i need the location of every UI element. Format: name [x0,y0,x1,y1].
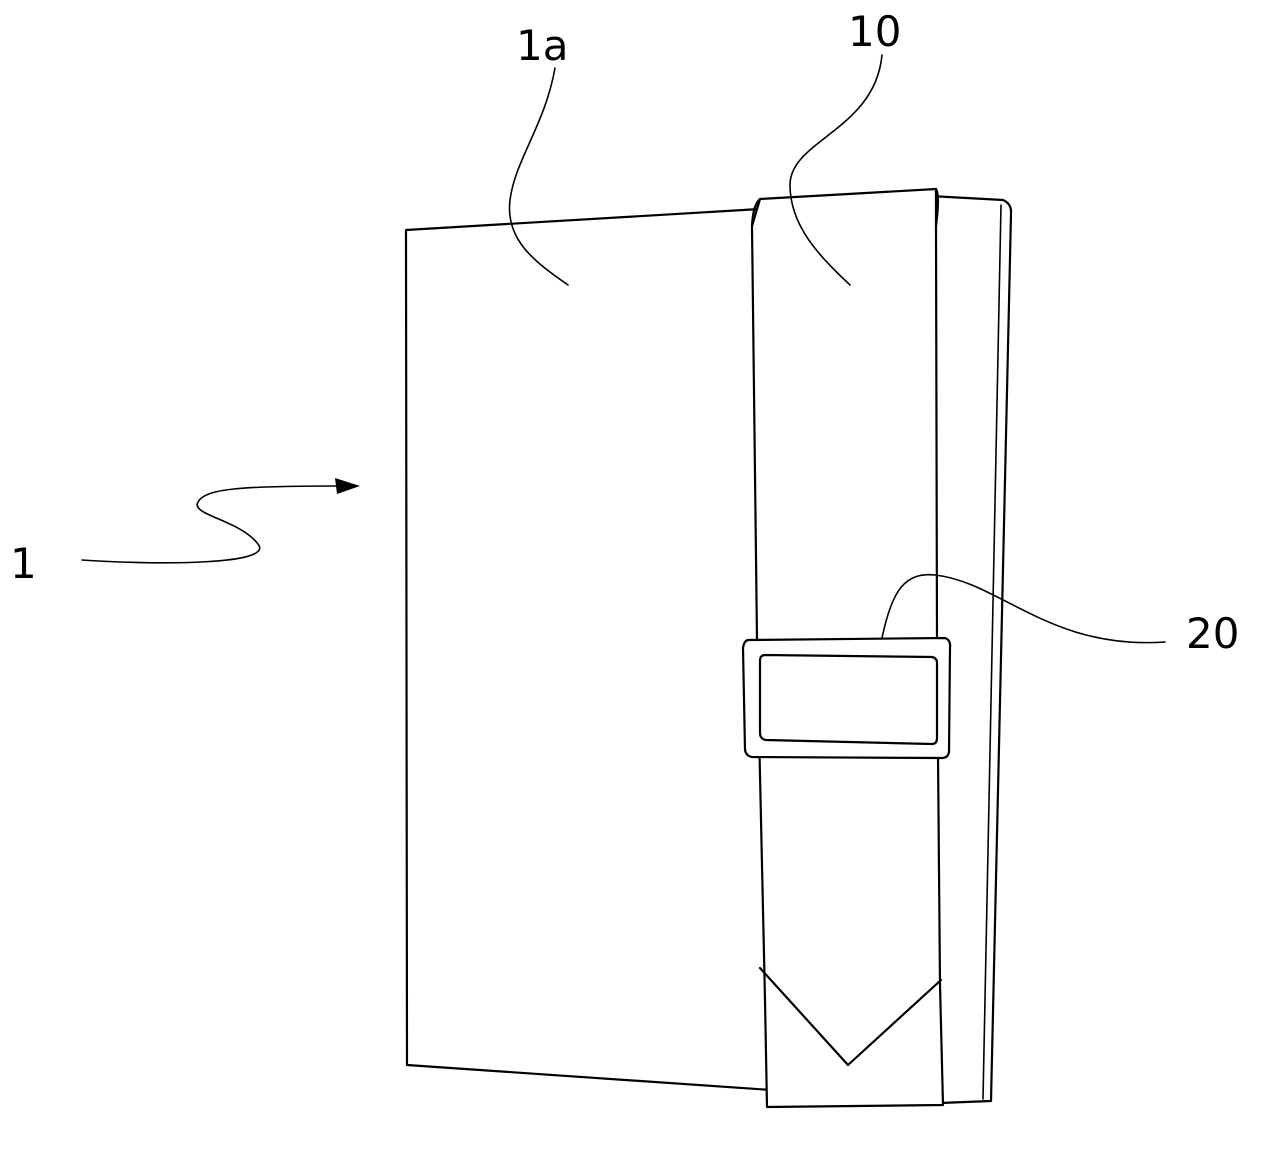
leader-line-20 [881,573,1166,644]
label-strap: 10 [848,7,901,56]
strap-right-fold [934,187,940,228]
strap-top-fold [750,197,762,228]
label-buckle: 20 [1186,609,1239,658]
arrow-head [335,478,360,494]
leader-line-1a [508,67,569,286]
leader-line-10 [789,54,883,286]
leader-line-1 [81,485,341,564]
buckle-opening [758,653,939,746]
label-cover: 1a [516,21,568,70]
page-block [928,194,1013,1105]
strap-tip [758,966,943,1067]
page-edge-line [982,204,1002,1100]
label-device: 1 [10,539,37,588]
cover-panel [404,207,773,1092]
